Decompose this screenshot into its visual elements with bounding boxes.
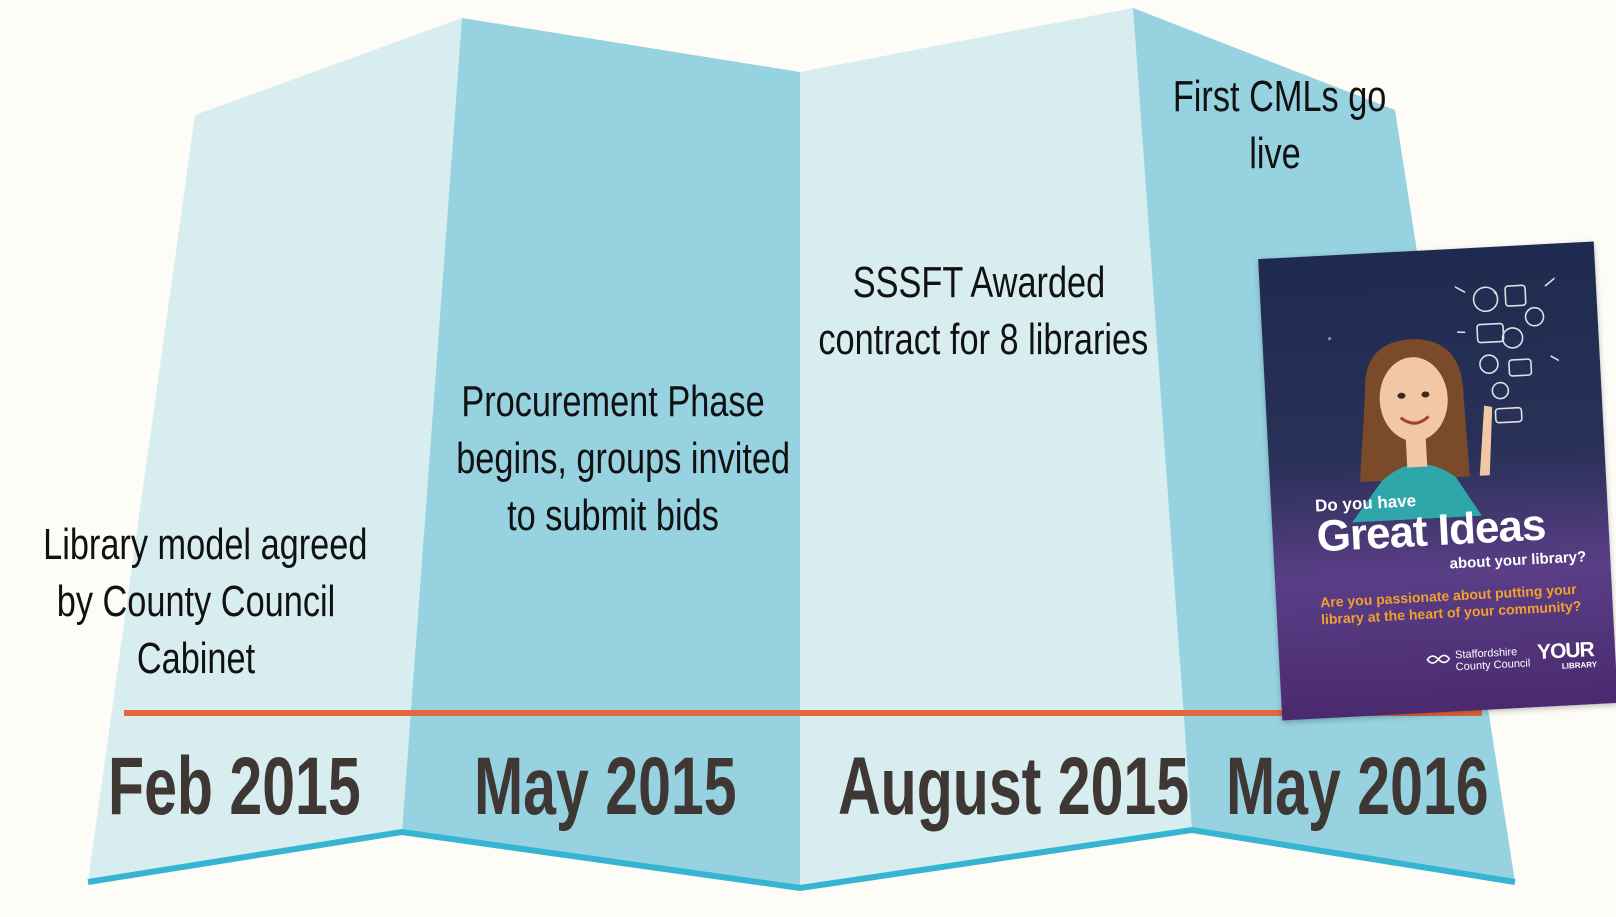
panel-1: [88, 18, 462, 882]
event-2-line-3: to submit bids: [507, 491, 719, 540]
event-2-line-1: Procurement Phase: [461, 377, 765, 426]
event-3-date: August 2015: [838, 741, 1190, 832]
event-3-text: SSSFT Awarded contract for 8 libraries: [818, 254, 1149, 368]
great-ideas-poster: Do you have Great Ideas about your libra…: [1258, 241, 1616, 721]
event-2-date: May 2015: [474, 741, 737, 832]
event-1-line-2: by County Council: [56, 577, 336, 626]
event-2-text: Procurement Phase begins, groups invited…: [456, 373, 791, 544]
bottom-edge: [87, 826, 1516, 892]
poster-brand-sub: LIBRARY: [1561, 659, 1598, 671]
event-4-line-1: First CMLs go: [1172, 72, 1387, 121]
event-3-line-1: SSSFT Awarded: [852, 258, 1106, 307]
event-4-date: May 2016: [1226, 741, 1489, 832]
event-4-text: First CMLs go live: [1172, 68, 1387, 182]
event-3-line-2: contract for 8 libraries: [818, 315, 1149, 364]
poster-prompt: Are you passionate about putting your li…: [1319, 580, 1582, 628]
event-4-line-2: live: [1249, 129, 1301, 178]
panel-2: [402, 18, 800, 888]
event-1-text: Library model agreed by County Council C…: [43, 516, 368, 687]
poster-council: Staffordshire County Council: [1425, 645, 1536, 675]
panel-3: [800, 8, 1192, 888]
event-1-line-3: Cabinet: [136, 634, 256, 683]
smiling-woman-illustration: [1352, 339, 1493, 523]
event-2-line-2: begins, groups invited: [456, 434, 791, 483]
event-1-date: Feb 2015: [107, 741, 361, 832]
staffordshire-knot-icon: [1426, 654, 1451, 664]
event-1-line-1: Library model agreed: [43, 520, 368, 569]
